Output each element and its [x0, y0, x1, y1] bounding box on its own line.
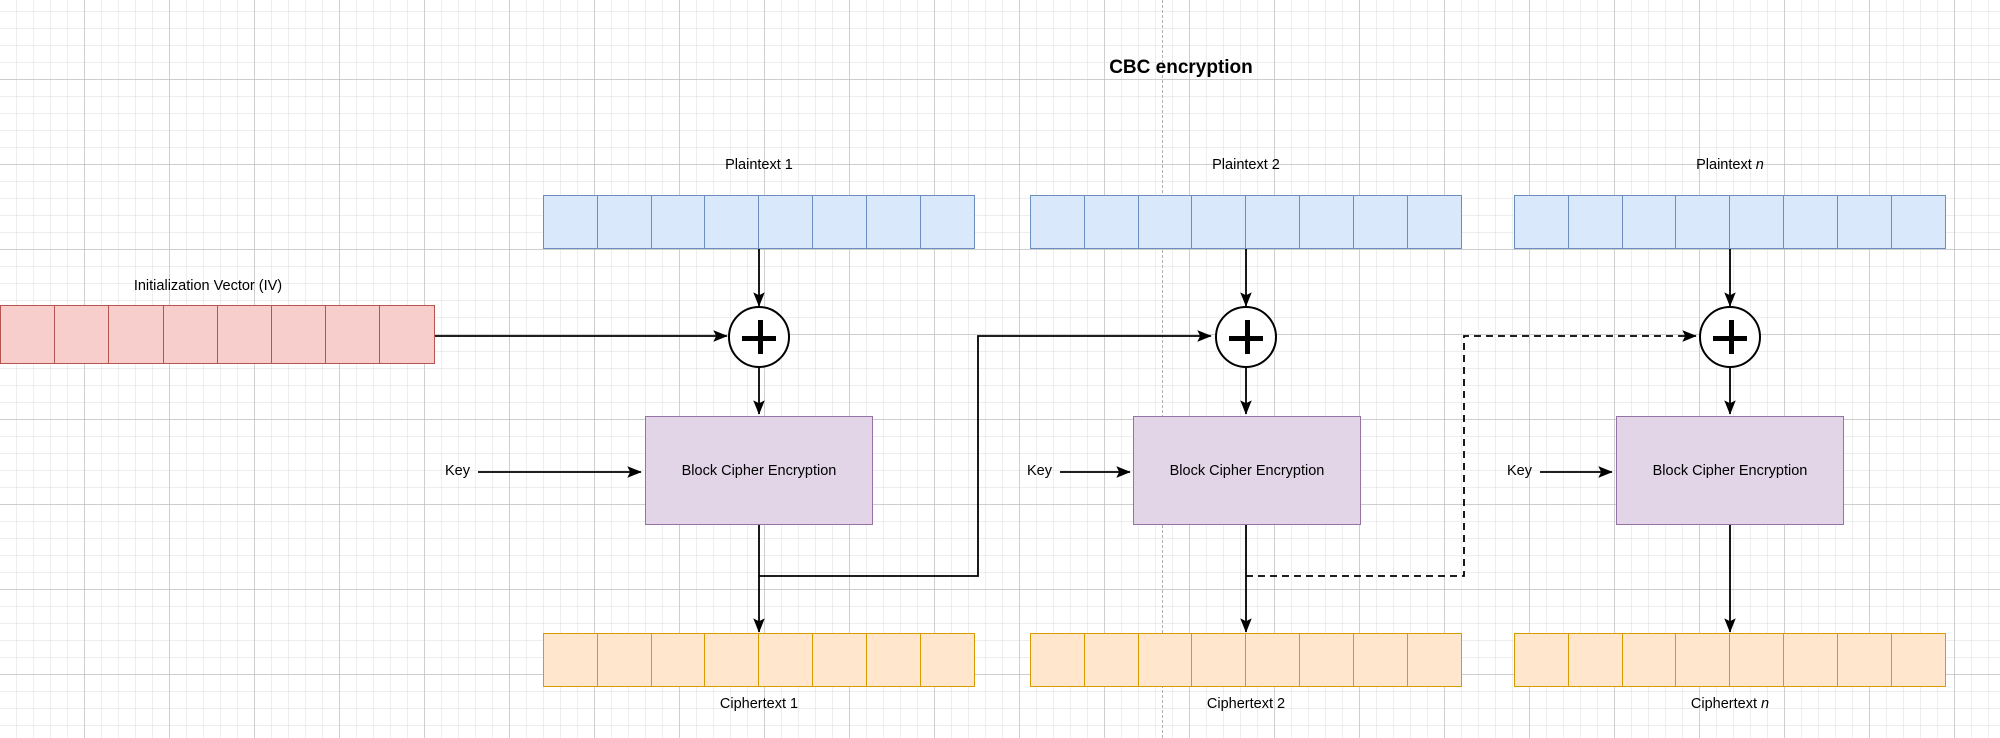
- plaintext-cell: [1299, 195, 1355, 249]
- plaintext-n-block: [1514, 195, 1947, 249]
- plaintext-cell: [865, 195, 922, 249]
- block-cipher-encryption-2-label: Block Cipher Encryption: [1169, 462, 1325, 479]
- ciphertext-cell: [1083, 633, 1140, 687]
- plaintext-cell: [1352, 195, 1409, 249]
- ciphertext-cell: [1352, 633, 1409, 687]
- ciphertext-1-block: [543, 633, 976, 687]
- ciphertext-cell: [1030, 633, 1086, 687]
- ciphertext-n-block: [1514, 633, 1947, 687]
- ciphertext-cell: [1191, 633, 1247, 687]
- ciphertext-cell: [704, 633, 760, 687]
- block-cipher-encryption-n: Block Cipher Encryption: [1616, 416, 1844, 525]
- ciphertext-cell: [1406, 633, 1463, 687]
- iv-cell: [325, 305, 381, 364]
- key-label-1: Key: [445, 463, 470, 479]
- iv-cell: [108, 305, 164, 364]
- plaintext-cell: [1191, 195, 1247, 249]
- ciphertext-cell: [1729, 633, 1785, 687]
- ciphertext-cell: [812, 633, 868, 687]
- plaintext-2-block: [1030, 195, 1463, 249]
- xor-gate-2: [1215, 306, 1277, 368]
- ciphertext-cell: [543, 633, 599, 687]
- block-cipher-encryption-2: Block Cipher Encryption: [1133, 416, 1361, 525]
- xor-gate-1: [728, 306, 790, 368]
- iv-cell: [162, 305, 219, 364]
- plaintext-cell: [758, 195, 814, 249]
- plaintext-cell: [1406, 195, 1463, 249]
- plaintext-cell: [1890, 195, 1947, 249]
- plaintext-1-block: [543, 195, 976, 249]
- iv-cell: [54, 305, 110, 364]
- iv-label: Initialization Vector (IV): [133, 278, 283, 294]
- block-cipher-encryption-1-label: Block Cipher Encryption: [681, 462, 837, 479]
- ciphertext-cell: [1514, 633, 1570, 687]
- plus-icon: [1244, 320, 1250, 354]
- ciphertext-cell: [1621, 633, 1677, 687]
- iv-block: [0, 305, 436, 364]
- page-break-line: [1162, 0, 1163, 738]
- ciphertext-cell: [1890, 633, 1947, 687]
- xor-gate-n: [1699, 306, 1761, 368]
- plaintext-cell: [596, 195, 653, 249]
- block-cipher-encryption-1: Block Cipher Encryption: [645, 416, 873, 525]
- plaintext-cell: [1137, 195, 1193, 249]
- plaintext-cell: [1030, 195, 1086, 249]
- plaintext-2-label: Plaintext 2: [1212, 157, 1280, 173]
- plaintext-n-label-index: n: [1755, 157, 1764, 173]
- ciphertext-cell: [1567, 633, 1624, 687]
- key-label-2: Key: [1027, 463, 1052, 479]
- ciphertext-n-label-text: Ciphertext: [1690, 696, 1757, 712]
- plaintext-cell: [1729, 195, 1785, 249]
- plaintext-cell: [1675, 195, 1731, 249]
- plaintext-cell: [1083, 195, 1140, 249]
- plaintext-cell: [1514, 195, 1570, 249]
- ciphertext-cell: [865, 633, 922, 687]
- ciphertext-n-label-index: n: [1761, 696, 1770, 712]
- plus-icon: [757, 320, 763, 354]
- plaintext-cell: [1621, 195, 1677, 249]
- plaintext-cell: [1783, 195, 1839, 249]
- plaintext-cell: [1567, 195, 1624, 249]
- ciphertext-2-label: Ciphertext 2: [1206, 696, 1286, 712]
- ciphertext-cell: [1137, 633, 1193, 687]
- ciphertext-n-label: Ciphertext n: [1630, 696, 1830, 712]
- ciphertext-cell: [1836, 633, 1893, 687]
- plaintext-cell: [543, 195, 599, 249]
- ciphertext-cell: [919, 633, 976, 687]
- iv-cell: [379, 305, 436, 364]
- plaintext-n-label: Plaintext n: [1630, 157, 1830, 173]
- plaintext-cell: [812, 195, 868, 249]
- plus-icon: [1728, 320, 1734, 354]
- plaintext-cell: [704, 195, 760, 249]
- diagram-title: CBC encryption: [1109, 57, 1253, 78]
- ciphertext-cell: [650, 633, 706, 687]
- ciphertext-cell: [1783, 633, 1839, 687]
- plaintext-cell: [919, 195, 976, 249]
- ciphertext-2-block: [1030, 633, 1463, 687]
- ciphertext-cell: [1245, 633, 1301, 687]
- plaintext-cell: [650, 195, 706, 249]
- key-label-n: Key: [1507, 463, 1532, 479]
- iv-cell: [271, 305, 327, 364]
- plaintext-cell: [1836, 195, 1893, 249]
- block-cipher-encryption-n-label: Block Cipher Encryption: [1652, 462, 1808, 479]
- ciphertext-cell: [758, 633, 814, 687]
- ciphertext-cell: [1299, 633, 1355, 687]
- iv-cell: [216, 305, 273, 364]
- iv-cell: [0, 305, 56, 364]
- plaintext-cell: [1245, 195, 1301, 249]
- ciphertext-cell: [1675, 633, 1731, 687]
- plaintext-n-label-text: Plaintext: [1696, 157, 1752, 173]
- plaintext-1-label: Plaintext 1: [725, 157, 793, 173]
- ciphertext-1-label: Ciphertext 1: [719, 696, 799, 712]
- ciphertext-cell: [596, 633, 653, 687]
